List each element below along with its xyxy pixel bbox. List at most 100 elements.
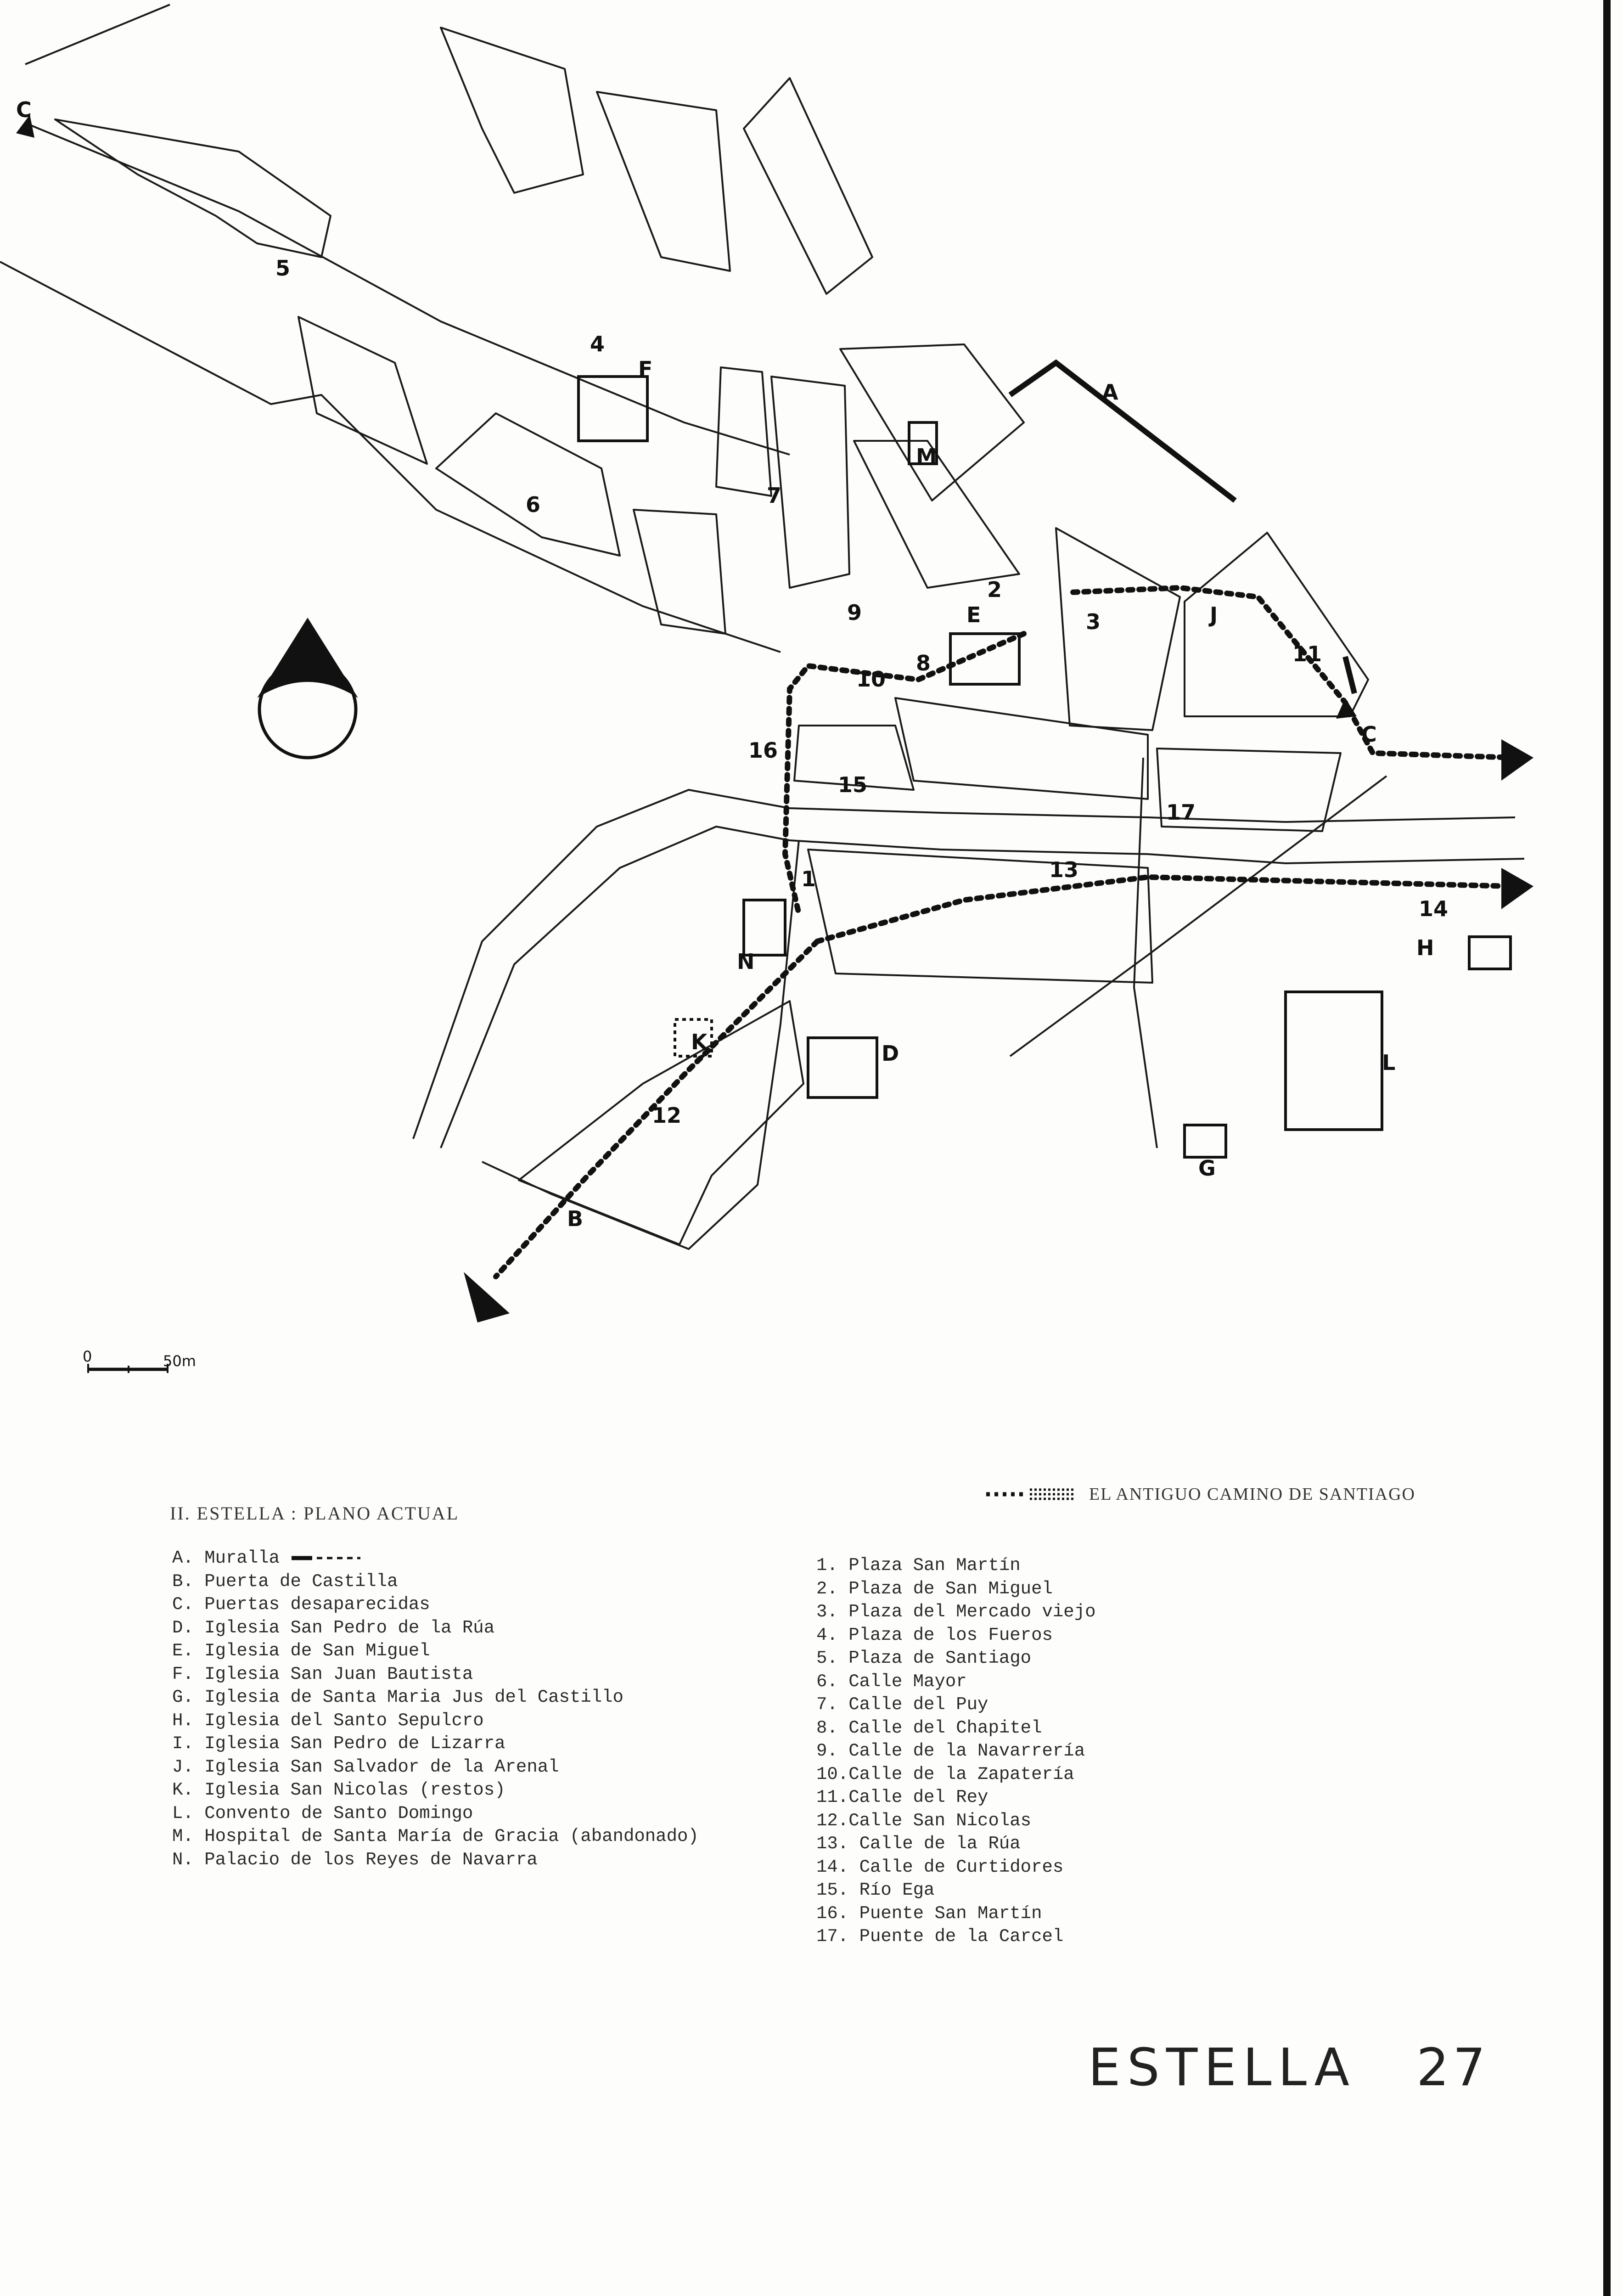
label-17: 17	[1166, 800, 1196, 825]
route-legend-label: EL ANTIGUO CAMINO DE SANTIAGO	[1089, 1485, 1415, 1504]
label-c-nw: C	[16, 97, 32, 122]
label-e: E	[966, 602, 981, 627]
legend-item-12: 12.Calle San Nicolas	[816, 1810, 1032, 1831]
legend-item-f: F. Iglesia San Juan Bautista	[172, 1664, 473, 1684]
palacio-reyes-navarra	[742, 899, 786, 957]
label-12: 12	[652, 1103, 681, 1128]
church-san-pedro-rua	[807, 1036, 878, 1099]
label-4: 4	[590, 332, 605, 356]
route-legend: EL ANTIGUO CAMINO DE SANTIAGO	[986, 1484, 1415, 1504]
block-plaza-santiago	[54, 118, 331, 258]
label-7: 7	[767, 483, 781, 508]
legend-item-a: A. Muralla	[172, 1547, 699, 1570]
legend-item-g: G. Iglesia de Santa Maria Jus del Castil…	[172, 1687, 623, 1707]
label-a: A	[1102, 380, 1118, 405]
legend-item-14: 14. Calle de Curtidores	[816, 1857, 1064, 1877]
legend-numbers: 1. Plaza San Martín 2. Plaza de San Migu…	[816, 1554, 1096, 1948]
city-plan-map: C C A B D E F G H J K L M N 1 2 3 4 5 6 …	[0, 4, 1533, 1373]
scale-bar: 0 50m	[83, 1348, 196, 1373]
convento-santo-domingo	[1284, 990, 1383, 1131]
block-north-3	[743, 77, 873, 295]
block-south-river-2	[1156, 748, 1342, 832]
label-b: B	[567, 1206, 583, 1231]
block-puy-1	[715, 366, 772, 497]
block-hospital	[839, 343, 1025, 501]
legend-item-15: 15. Río Ega	[816, 1880, 935, 1900]
block-puy-2	[633, 509, 726, 635]
legend-item-h: H. Iglesia del Santo Sepulcro	[172, 1710, 484, 1731]
footer-title: ESTELLA	[1088, 2038, 1356, 2098]
calle-mayor-north	[27, 123, 790, 456]
rio-ega-south-bank	[440, 826, 1525, 1148]
legend-item-4: 4. Plaza de los Fueros	[816, 1625, 1053, 1645]
label-d: D	[882, 1041, 899, 1066]
caption-title: II. ESTELLA : PLANO ACTUAL	[170, 1503, 460, 1524]
north-arrow-icon	[257, 618, 358, 760]
rio-ega-north-bank	[412, 789, 1516, 1139]
label-10: 10	[856, 667, 886, 692]
legend-item-11: 11.Calle del Rey	[816, 1787, 988, 1807]
label-8: 8	[916, 651, 931, 675]
scale-zero-label: 0	[83, 1348, 92, 1365]
label-g: G	[1198, 1156, 1216, 1181]
label-13: 13	[1049, 857, 1078, 882]
block-east-arenal	[1184, 532, 1369, 717]
label-1: 1	[801, 867, 816, 891]
legend-item-8: 8. Calle del Chapitel	[816, 1717, 1042, 1738]
label-k: K	[691, 1030, 708, 1054]
label-14: 14	[1419, 896, 1448, 921]
ruins-san-nicolas	[674, 1018, 713, 1058]
legend-item-10: 10.Calle de la Zapatería	[816, 1764, 1074, 1784]
block-mercado	[1055, 527, 1181, 731]
legend-item-13: 13. Calle de la Rúa	[816, 1834, 1021, 1854]
legend-item-c: C. Puertas desaparecidas	[172, 1594, 430, 1615]
route-dotted-sample	[986, 1488, 1076, 1500]
label-f: F	[638, 357, 652, 382]
route-zapateria	[782, 631, 1027, 917]
legend-item-n: N. Palacio de los Reyes de Navarra	[172, 1849, 538, 1870]
church-san-juan-bautista	[577, 375, 649, 442]
legend-item-i: I. Iglesia San Pedro de Lizarra	[172, 1733, 505, 1754]
label-j: J	[1208, 602, 1218, 627]
legend-item-j: J. Iglesia San Salvador de la Arenal	[172, 1756, 559, 1777]
label-15: 15	[838, 772, 867, 797]
muralla-line-sample	[292, 1556, 361, 1560]
label-6: 6	[526, 492, 540, 517]
hospital-santa-maria	[908, 421, 938, 465]
label-3: 3	[1086, 609, 1101, 634]
label-9: 9	[847, 600, 862, 625]
label-c-east: C	[1361, 722, 1377, 747]
block-navarreria	[770, 376, 850, 589]
legend-item-16: 16. Puente San Martín	[816, 1903, 1042, 1924]
exit-arrow-icon	[16, 115, 1533, 1322]
block-zapateria	[894, 697, 1149, 800]
block-k-area	[518, 1000, 804, 1245]
route-calle-rua	[814, 874, 1513, 944]
church-santa-maria-jus	[1183, 1124, 1227, 1159]
road-east-diagonal	[1009, 775, 1387, 1057]
block-fueros-south	[435, 412, 621, 557]
legend-item-7: 7. Calle del Puy	[816, 1694, 988, 1715]
binding-edge	[1603, 0, 1611, 2296]
legend-item-d: D. Iglesia San Pedro de la Rúa	[172, 1617, 495, 1638]
legend-item-m: M. Hospital de Santa María de Gracia (ab…	[172, 1826, 699, 1846]
label-11: 11	[1292, 642, 1322, 666]
scale-fifty-label: 50m	[163, 1352, 196, 1370]
legend-item-5: 5. Plaza de Santiago	[816, 1648, 1032, 1668]
muralla-wall-east	[1342, 656, 1357, 694]
muralla-wall	[1008, 359, 1237, 503]
block-east-1	[853, 440, 1020, 589]
legend-item-1: 1. Plaza San Martín	[816, 1555, 1021, 1576]
legend-item-b: B. Puerta de Castilla	[172, 1571, 398, 1592]
legend-item-2: 2. Plaza de San Miguel	[816, 1578, 1053, 1599]
legend-item-l: L. Convento de Santo Domingo	[172, 1803, 473, 1823]
church-san-miguel	[949, 632, 1021, 686]
church-santo-sepulcro	[1468, 935, 1512, 970]
block-north-1	[440, 27, 584, 194]
nw-edge-line	[0, 261, 781, 653]
legend-item-6: 6. Calle Mayor	[816, 1671, 967, 1692]
label-16: 16	[748, 738, 778, 763]
route-calle-rey	[1067, 585, 1518, 760]
south-district-west-edge	[482, 840, 800, 1250]
label-l: L	[1382, 1050, 1395, 1075]
